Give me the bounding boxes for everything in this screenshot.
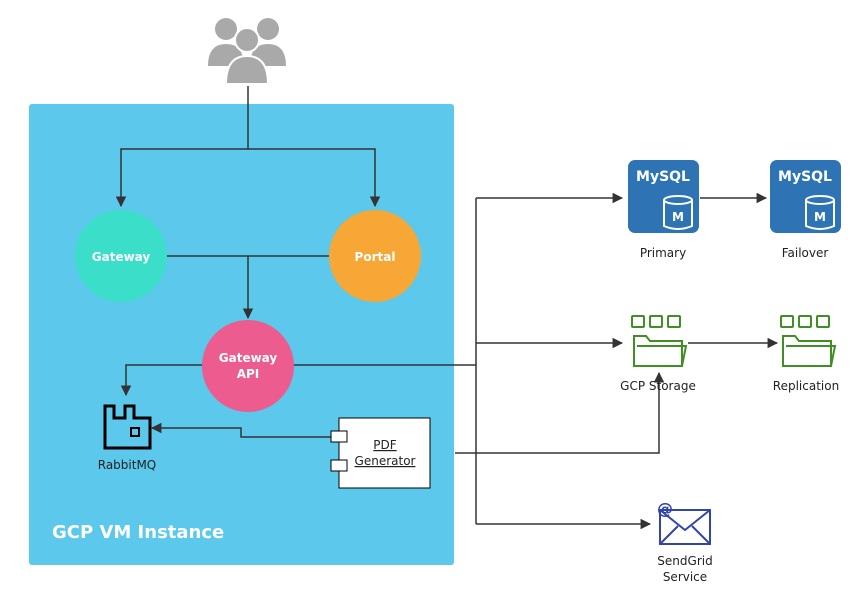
- replication-node: Replication: [773, 315, 839, 393]
- portal-node: Portal: [329, 210, 421, 302]
- gcp-storage-label: GCP Storage: [620, 379, 696, 393]
- gateway-api-node: Gateway API: [202, 320, 294, 412]
- folder-icon: [631, 315, 688, 367]
- replication-label: Replication: [773, 379, 839, 393]
- gateway-api-label-line1: Gateway: [219, 351, 278, 365]
- edge-pdf-to-storage: [455, 371, 665, 454]
- gcp-storage-node: GCP Storage: [620, 315, 696, 393]
- gateway-api-label-line2: API: [237, 367, 260, 381]
- pdf-generator-node: PDF Generator: [330, 417, 431, 489]
- mysql-primary-label: Primary: [640, 246, 686, 260]
- sendgrid-at-badge: @: [657, 499, 673, 518]
- portal-label: Portal: [355, 250, 396, 264]
- component-icon: [338, 417, 431, 489]
- pdf-generator-label-line1: PDF: [373, 438, 396, 452]
- mysql-primary-badge: MySQL: [636, 169, 690, 185]
- sendgrid-label-line1: SendGrid: [657, 554, 712, 568]
- pdf-generator-label-line2: Generator: [355, 454, 416, 468]
- mysql-primary-letter: M: [672, 210, 684, 224]
- edge-api-to-rabbitmq: [120, 364, 203, 397]
- edge-pdf-to-rabbitmq: [150, 422, 331, 438]
- edge-to-portal: [248, 148, 381, 208]
- rabbitmq-node: RabbitMQ: [98, 404, 157, 472]
- gateway-label: Gateway: [92, 250, 151, 264]
- gateway-node: Gateway: [75, 210, 167, 302]
- mysql-failover-node: MySQL M Failover: [770, 160, 841, 260]
- container-label: GCP VM Instance: [52, 522, 224, 543]
- rabbitmq-label: RabbitMQ: [98, 458, 157, 472]
- mysql-failover-badge: MySQL: [778, 169, 832, 185]
- mysql-primary-node: MySQL M Primary: [628, 160, 699, 260]
- edges: [115, 86, 779, 530]
- sendgrid-label-line2: Service: [663, 570, 707, 584]
- mail-icon: @: [657, 499, 711, 545]
- sendgrid-node: @ SendGrid Service: [657, 499, 713, 584]
- edge-to-gateway: [115, 148, 248, 208]
- users-group-icon: [208, 18, 286, 85]
- mysql-database-icon: MySQL M: [628, 160, 699, 233]
- mysql-failover-letter: M: [814, 210, 826, 224]
- factory-icon: [103, 404, 152, 450]
- mysql-database-icon: MySQL M: [770, 160, 841, 233]
- folder-icon: [780, 315, 837, 367]
- mysql-failover-label: Failover: [782, 246, 829, 260]
